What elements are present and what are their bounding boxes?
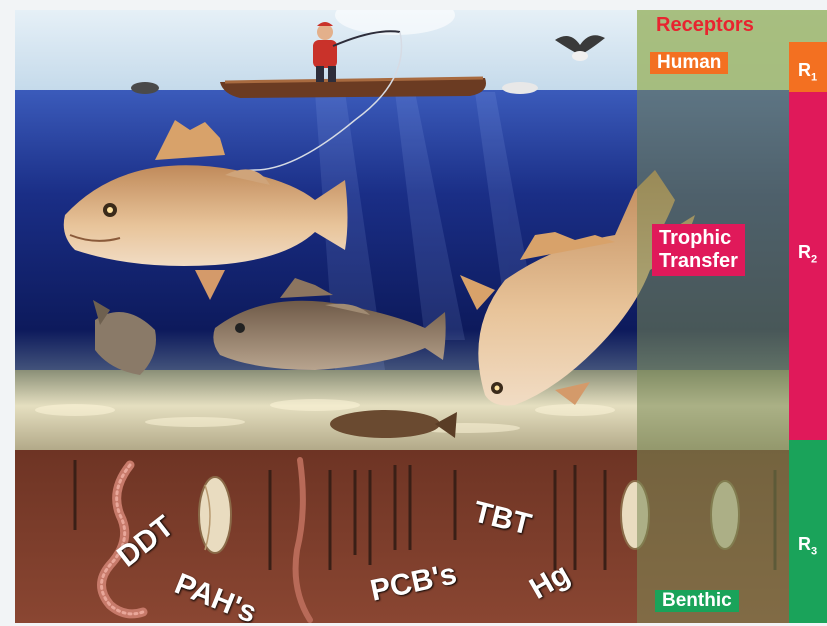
r2-main: R bbox=[798, 242, 811, 262]
trophic-line-2: Transfer bbox=[659, 250, 738, 273]
r2-label: R2 bbox=[798, 242, 817, 266]
r1-sub: 1 bbox=[811, 72, 817, 84]
r2-sub: 2 bbox=[811, 254, 817, 266]
clam-icon-left bbox=[199, 477, 231, 553]
r3-label: R3 bbox=[798, 534, 817, 558]
trophic-line-1: Trophic bbox=[659, 227, 738, 250]
boat-icon bbox=[220, 78, 486, 98]
benthic-label: Benthic bbox=[655, 590, 739, 612]
r3-main: R bbox=[798, 534, 811, 554]
human-label: Human bbox=[650, 52, 728, 74]
trophic-transfer-label: Trophic Transfer bbox=[652, 224, 745, 276]
r1-main: R bbox=[798, 60, 811, 80]
r2-bar bbox=[789, 92, 827, 440]
r1-label: R1 bbox=[798, 60, 817, 84]
r3-sub: 3 bbox=[811, 546, 817, 558]
receptors-title: Receptors bbox=[656, 14, 754, 37]
illustration-frame: Receptors Human Trophic Transfer Benthic… bbox=[15, 10, 827, 623]
r3-bar bbox=[789, 440, 827, 623]
